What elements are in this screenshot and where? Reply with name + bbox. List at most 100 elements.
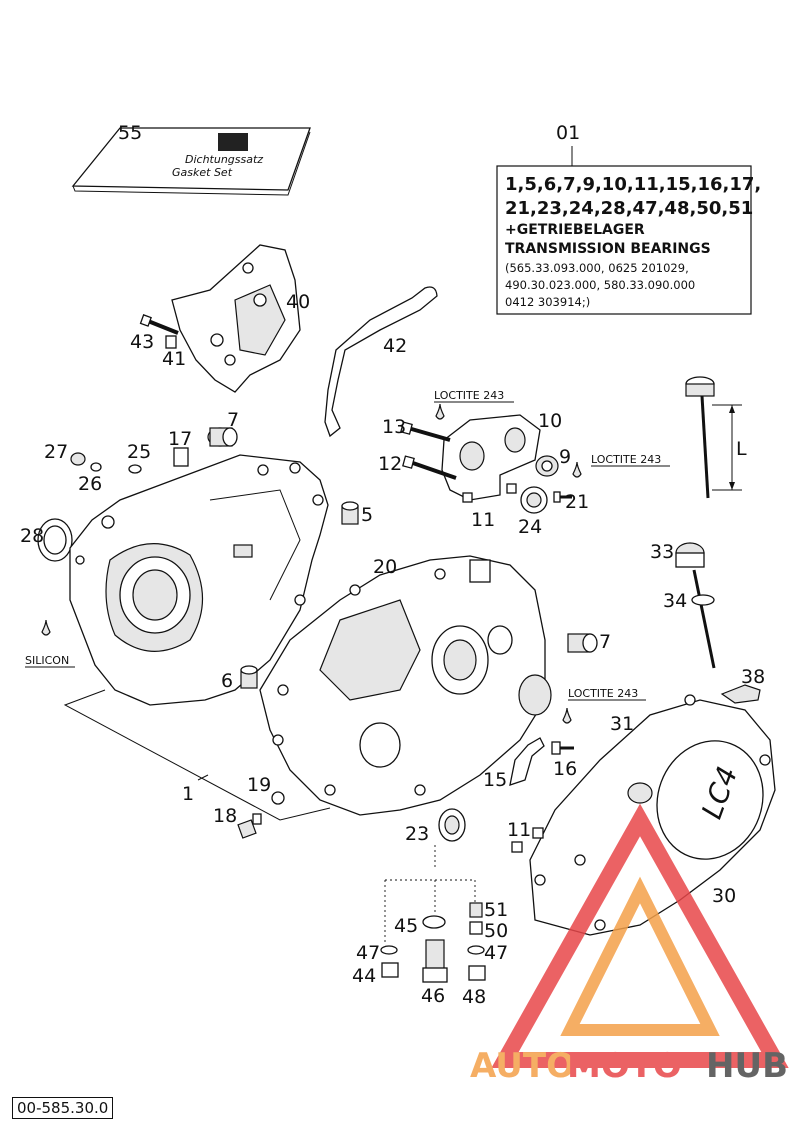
callout-13: 13 [382, 416, 406, 438]
callout-12: 12 [378, 453, 402, 475]
kit-line-6: 490.30.023.000, 580.33.090.000 [505, 278, 695, 292]
callout-31: 31 [610, 713, 634, 735]
screw-16 [551, 741, 574, 755]
callout-55: 55 [118, 122, 142, 144]
dowel-11b [506, 483, 517, 494]
callout-43: 43 [130, 331, 154, 353]
callout-7-right: 7 [599, 631, 611, 653]
callout-30: 30 [712, 885, 736, 907]
callout-18: 18 [213, 805, 237, 827]
oil-seal-23 [438, 808, 466, 842]
oring-34 [691, 594, 715, 606]
bushing-7-right [567, 633, 598, 653]
callout-9: 9 [559, 446, 571, 468]
callout-23: 23 [405, 823, 429, 845]
sleeve-6 [240, 665, 258, 689]
kit-line-2: 21,23,24,28,47,48,50,51 [505, 198, 753, 219]
clip-38 [720, 684, 761, 704]
kit-line-3: +GETRIEBELAGER [505, 222, 645, 238]
plug-18 [237, 813, 262, 839]
strainer-46 [425, 939, 445, 971]
silicon-drop [41, 619, 51, 636]
oring-45 [422, 915, 446, 929]
callout-45: 45 [394, 915, 418, 937]
kit-line-4: TRANSMISSION BEARINGS [505, 241, 711, 257]
plug-44 [381, 962, 399, 978]
clutch-cover-30: LC4 [529, 694, 776, 936]
callout-34: 34 [663, 590, 687, 612]
bushing-7-top [207, 427, 238, 447]
callout-20: 20 [373, 556, 397, 578]
right-crankcase-half [259, 555, 552, 816]
callout-16: 16 [553, 758, 577, 780]
bolt-12 [402, 455, 457, 480]
dowel-11d [511, 841, 523, 853]
callout-38: 38 [741, 666, 765, 688]
callout-27: 27 [44, 441, 68, 463]
callout-19: 19 [247, 774, 271, 796]
left-crankcase-half [69, 454, 329, 706]
callout-47-right: 47 [484, 942, 508, 964]
bolt-13 [400, 421, 451, 442]
callout-25: 25 [127, 441, 151, 463]
kit-line-7: 0412 303914;) [505, 295, 590, 309]
sleeve-5 [341, 501, 359, 525]
callout-15: 15 [483, 769, 507, 791]
callout-7-top: 7 [227, 409, 239, 431]
callout-01: 01 [556, 122, 580, 144]
gasket-set-booklet: Dichtungssatz Gasket Set [71, 127, 311, 196]
spring-50 [469, 921, 483, 935]
note-loctite-1: LOCTITE 243 [434, 389, 504, 402]
bolt-43 [139, 314, 179, 335]
dowel-11a [462, 492, 473, 503]
spring-51 [469, 902, 483, 918]
callout-5: 5 [361, 504, 373, 526]
screw-21 [553, 491, 572, 503]
watermark-moto: MOTO [567, 1046, 682, 1086]
gasket-28 [37, 518, 73, 562]
sleeve-41 [165, 335, 177, 349]
callout-41: 41 [162, 348, 186, 370]
sleeve-17 [173, 447, 189, 467]
oil-filter-parts [380, 845, 486, 983]
callout-48: 48 [462, 986, 486, 1008]
kit-line-5: (565.33.093.000, 0625 201029, [505, 261, 689, 275]
callout-10: 10 [538, 410, 562, 432]
screw-27 [70, 452, 102, 472]
watermark-logo: AUTO MOTO HUB [470, 803, 789, 1086]
ring-25 [128, 464, 142, 474]
note-loctite-2: LOCTITE 243 [591, 453, 661, 466]
callout-11-cover: 11 [507, 819, 531, 841]
kit-box: 1,5,6,7,9,10,11,15,16,17, 21,23,24,28,47… [496, 146, 761, 315]
oil-filler-cap-33 [675, 542, 716, 669]
sprocket-cover [171, 244, 301, 393]
watermark-hub: HUB [706, 1046, 788, 1086]
callout-1: 1 [182, 783, 194, 805]
callout-17: 17 [168, 428, 192, 450]
callout-46: 46 [421, 985, 445, 1007]
loctite-drop-3 [562, 707, 572, 724]
washer-47a [380, 945, 398, 955]
figure-code: 00-585.30.0 [12, 1097, 114, 1119]
callout-28: 28 [20, 525, 44, 547]
loctite-drop-2 [572, 461, 582, 478]
callout-33: 33 [650, 541, 674, 563]
bracket-15 [509, 737, 545, 786]
callout-50: 50 [484, 920, 508, 942]
watermark-auto: AUTO [470, 1046, 575, 1086]
booklet-title: Dichtungssatz [185, 153, 263, 166]
bearing-plate-10 [441, 414, 541, 501]
callout-11-plate: 11 [471, 509, 495, 531]
loctite-drop-1 [435, 403, 445, 420]
callout-26: 26 [78, 473, 102, 495]
note-loctite-3: LOCTITE 243 [568, 687, 638, 700]
bearing-9 [535, 455, 559, 477]
callout-6: 6 [221, 670, 233, 692]
callout-51: 51 [484, 899, 508, 921]
kit-line-1: 1,5,6,7,9,10,11,15,16,17, [505, 174, 761, 195]
ring-19 [271, 791, 285, 805]
callout-40: 40 [286, 291, 310, 313]
callout-44: 44 [352, 965, 376, 987]
note-silicon: SILICON [25, 654, 69, 667]
